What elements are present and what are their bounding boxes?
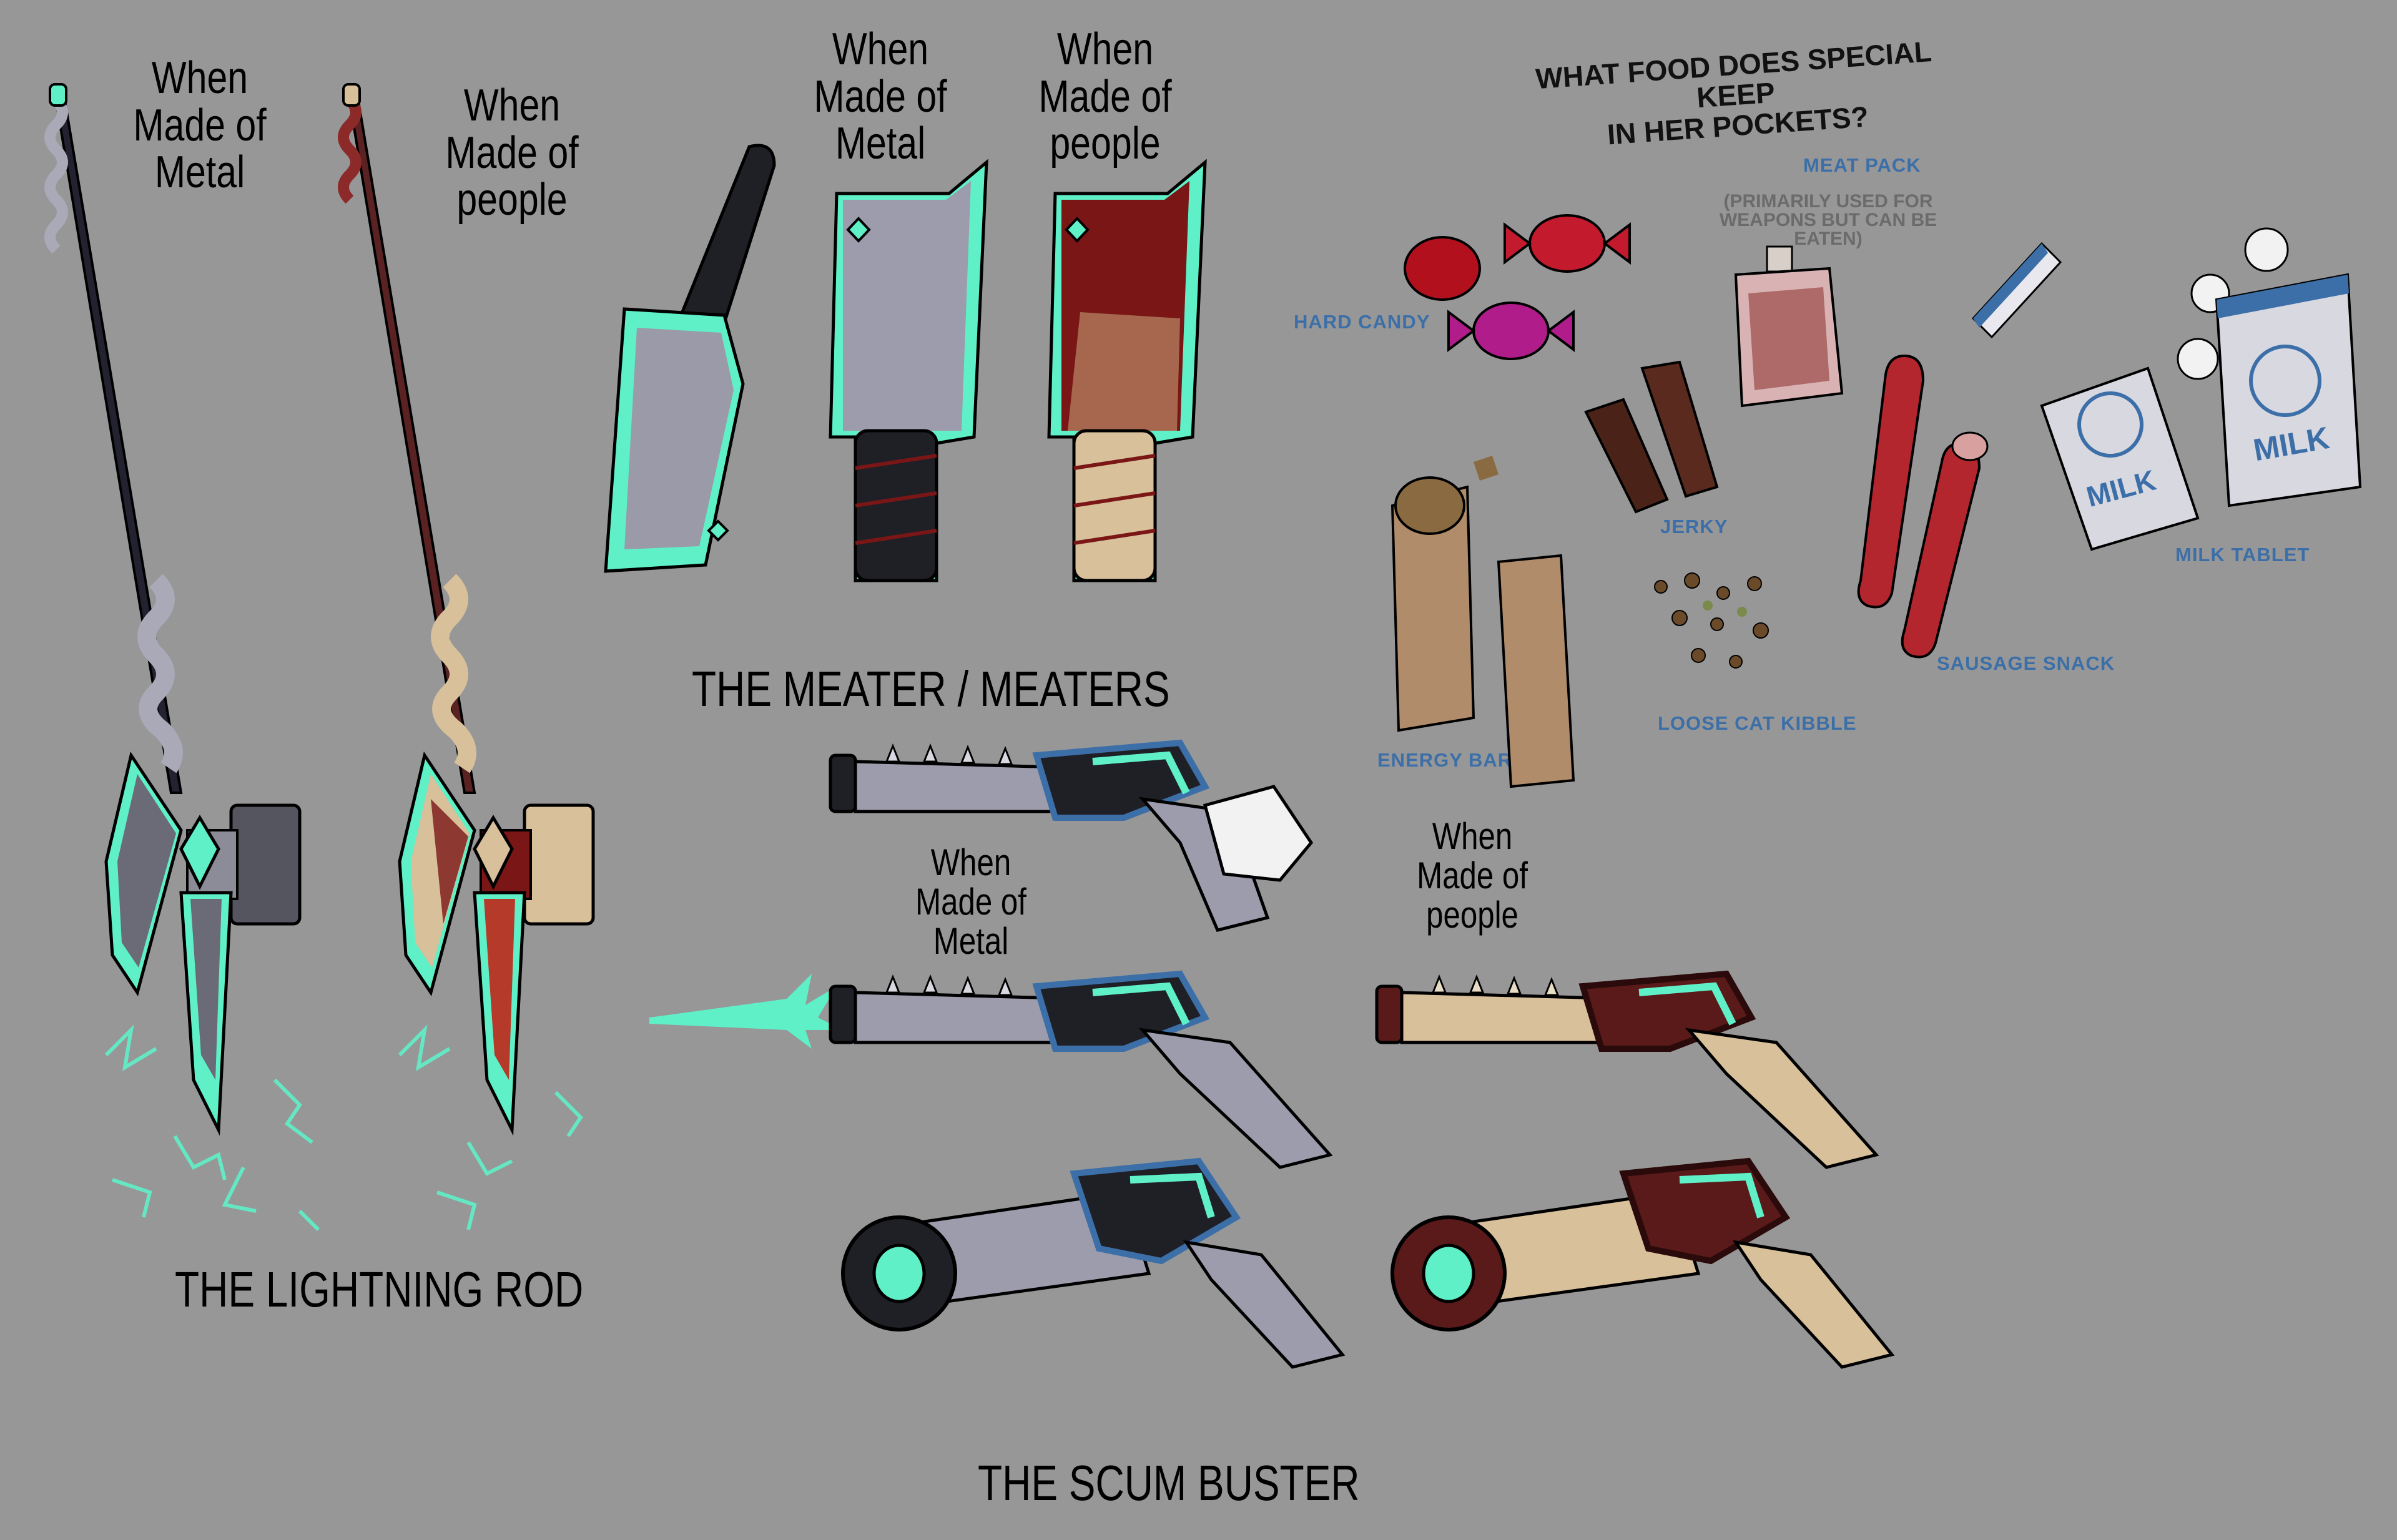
meater-people-illustration xyxy=(1047,159,1207,582)
caption-meater-metal: When Made of Metal xyxy=(814,24,947,169)
title-scum-buster: THE SCUM BUSTER xyxy=(978,1455,1360,1511)
label-milk-tablet: MILK TABLET xyxy=(2175,544,2310,566)
title-lightning-rod: THE LIGHTNING ROD xyxy=(175,1262,584,1317)
title-meaters: THE MEATER / MEATERS xyxy=(692,661,1170,717)
meater-metal-illustration xyxy=(829,159,988,582)
label-loose-cat-kibble: LOOSE CAT KIBBLE xyxy=(1658,712,1857,734)
lightning-rod-people-illustration xyxy=(338,83,595,1230)
hard-candy-illustration xyxy=(1404,214,1631,360)
label-meat-pack: MEAT PACK xyxy=(1803,154,1921,176)
caption-buster-metal: When Made of Metal xyxy=(915,841,1026,962)
muzzle-flash-illustration xyxy=(649,974,843,1049)
meater-handle-illustration xyxy=(604,144,776,573)
caption-rod-people: When Made of people xyxy=(445,81,579,225)
energy-bar-illustration xyxy=(1390,456,1575,788)
label-jerky: JERKY xyxy=(1660,516,1728,537)
food-section-heading: WHAT FOOD DOES SPECIAL KEEP IN HER POCKE… xyxy=(1534,35,1933,151)
cat-kibble-illustration xyxy=(1654,572,1769,669)
caption-meater-people: When Made of people xyxy=(1038,24,1172,169)
sausage-snack-illustration xyxy=(1857,354,1989,659)
milk-tablet-illustration: MILK MILK xyxy=(1971,227,2362,551)
scum-buster-metal-illustration xyxy=(829,970,1333,1169)
caption-buster-people: When Made of people xyxy=(1417,815,1528,936)
scum-buster-people-illustration xyxy=(1375,970,1879,1169)
jerky-illustration xyxy=(1584,360,1719,514)
label-sausage-snack: SAUSAGE SNACK xyxy=(1937,652,2115,674)
label-hard-candy: HARD CANDY xyxy=(1294,311,1430,333)
label-meat-pack-note: (PRIMARILY USED FOR WEAPONS BUT CAN BE E… xyxy=(1719,191,1937,249)
label-energy-bar: ENERGY BAR xyxy=(1377,749,1513,771)
scum-buster-hand-illustration xyxy=(829,739,1314,932)
scum-buster-metal-front-illustration xyxy=(841,1157,1346,1369)
caption-rod-metal: When Made of Metal xyxy=(133,53,267,198)
meat-pack-illustration xyxy=(1734,245,1844,408)
scum-buster-people-front-illustration xyxy=(1390,1157,1895,1369)
lightning-rod-metal-illustration xyxy=(44,83,320,1232)
